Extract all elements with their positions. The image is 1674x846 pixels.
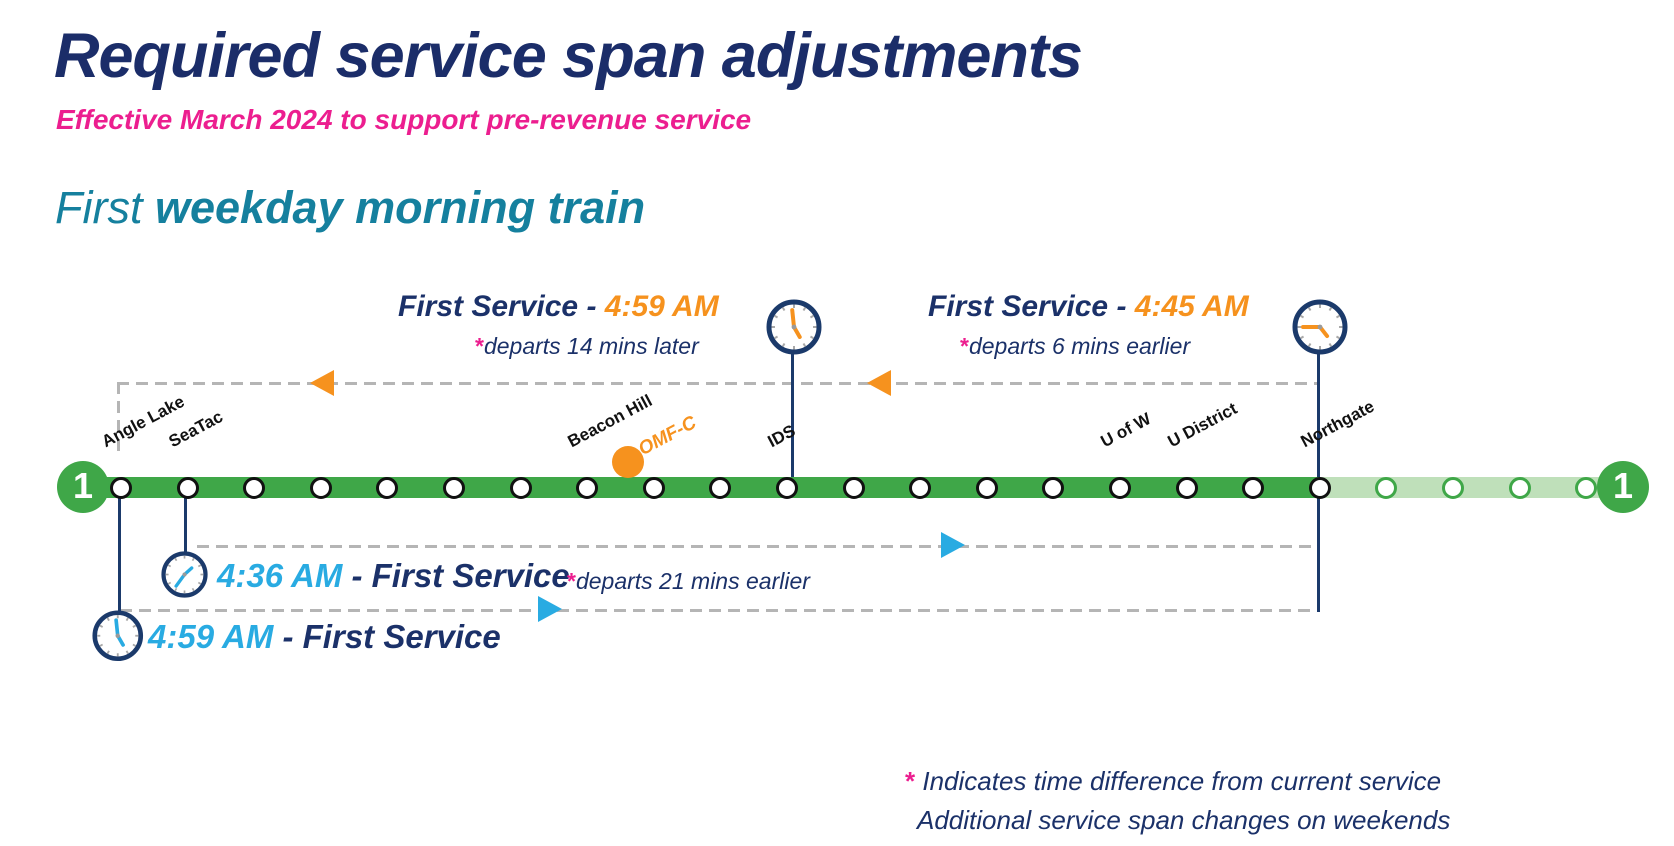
- future-station-dot: [1575, 477, 1598, 499]
- note-northgate: *departs 6 mins earlier: [960, 333, 1190, 360]
- station-dot: [1175, 477, 1198, 499]
- note-seatac: *departs 21 mins earlier: [567, 568, 810, 595]
- seatac-marker-line: [184, 497, 187, 555]
- annotation-label: - First Service: [273, 618, 501, 655]
- northbound-arrow-icon-2: [538, 596, 562, 622]
- annotation-first-service-anglelake: 4:59 AM - First Service: [148, 618, 501, 656]
- station-dot: [709, 477, 732, 499]
- annotation-time: 4:59 AM: [148, 618, 274, 655]
- northbound-guide-line-anglelake: [120, 609, 1319, 612]
- southbound-guide-elbow: [117, 382, 120, 452]
- section-heading: First weekday morning train: [55, 182, 645, 234]
- omf-c-label: OMF-C: [635, 412, 700, 460]
- station-dot: [1109, 477, 1131, 499]
- station-dot: [243, 477, 266, 499]
- station-dot: [376, 477, 399, 499]
- station-dot: [443, 477, 465, 499]
- northbound-arrow-icon-1: [941, 532, 965, 558]
- station-dot: [509, 477, 532, 499]
- asterisk: *: [960, 333, 969, 359]
- annotation-label: - First Service: [342, 557, 570, 594]
- station-dot: [776, 477, 798, 499]
- asterisk: *: [905, 766, 916, 796]
- station-dot: [642, 477, 665, 499]
- line1-current-segment: [83, 477, 1320, 498]
- line1-future-segment: [1320, 477, 1610, 498]
- station-label-u-of-w: U of W: [1097, 409, 1155, 452]
- footnote-1: * Indicates time difference from current…: [905, 766, 1441, 797]
- note-text: departs 6 mins earlier: [968, 333, 1191, 359]
- station-label-northgate: Northgate: [1297, 396, 1378, 452]
- annotation-label: First Service -: [928, 290, 1135, 323]
- line1-badge-right: 1: [1597, 461, 1649, 513]
- section-heading-light: First: [55, 182, 143, 233]
- clock-icon-northgate: [1292, 299, 1348, 355]
- asterisk: *: [475, 333, 484, 359]
- station-dot: [309, 477, 332, 499]
- station-dot: [1242, 477, 1265, 499]
- station-dot: [110, 477, 132, 499]
- southbound-guide-line: [117, 382, 1319, 385]
- ids-marker-line: [791, 351, 794, 478]
- clock-icon-seatac: [161, 551, 209, 599]
- station-dot: [576, 477, 599, 499]
- clock-icon-ids: [766, 299, 822, 355]
- anglelake-marker-line: [118, 497, 121, 614]
- annotation-first-service-seatac: 4:36 AM - First Service: [217, 557, 570, 595]
- page-subtitle: Effective March 2024 to support pre-reve…: [56, 104, 752, 135]
- line1-badge-left: 1: [57, 461, 109, 513]
- future-station-dot: [1508, 477, 1531, 499]
- station-dot: [176, 477, 199, 499]
- annotation-label: First Service -: [398, 290, 605, 323]
- station-dot: [1308, 477, 1331, 499]
- station-dot: [842, 477, 865, 499]
- footnote-1-text: Indicates time difference from current s…: [922, 766, 1442, 796]
- note-ids: *departs 14 mins later: [475, 333, 699, 360]
- omf-c-marker: [612, 446, 644, 478]
- station-dot: [1042, 477, 1065, 499]
- annotation-time: 4:45 AM: [1134, 290, 1249, 323]
- note-text: departs 14 mins later: [483, 333, 699, 359]
- southbound-arrow-icon-2: [867, 370, 891, 396]
- future-station-dot: [1442, 477, 1464, 499]
- station-dot: [975, 477, 998, 499]
- annotation-first-service-ids: First Service - 4:59 AM: [398, 290, 719, 324]
- station-dot: [909, 477, 932, 499]
- southbound-arrow-icon-1: [310, 370, 334, 396]
- future-station-dot: [1375, 477, 1398, 499]
- note-text: departs 21 mins earlier: [575, 568, 810, 594]
- section-heading-bold: weekday morning train: [142, 182, 646, 233]
- northbound-guide-line-seatac: [197, 545, 1319, 548]
- annotation-time: 4:36 AM: [217, 557, 343, 594]
- annotation-first-service-northgate: First Service - 4:45 AM: [928, 290, 1249, 324]
- asterisk: *: [567, 568, 576, 594]
- annotation-time: 4:59 AM: [604, 290, 719, 323]
- footnote-2: Additional service span changes on weeke…: [917, 805, 1450, 836]
- clock-icon-anglelake: [92, 610, 144, 662]
- station-label-u-district: U District: [1164, 398, 1240, 452]
- page-title: Required service span adjustments: [54, 21, 1083, 91]
- footnote-2-text: Additional service span changes on weeke…: [917, 805, 1451, 835]
